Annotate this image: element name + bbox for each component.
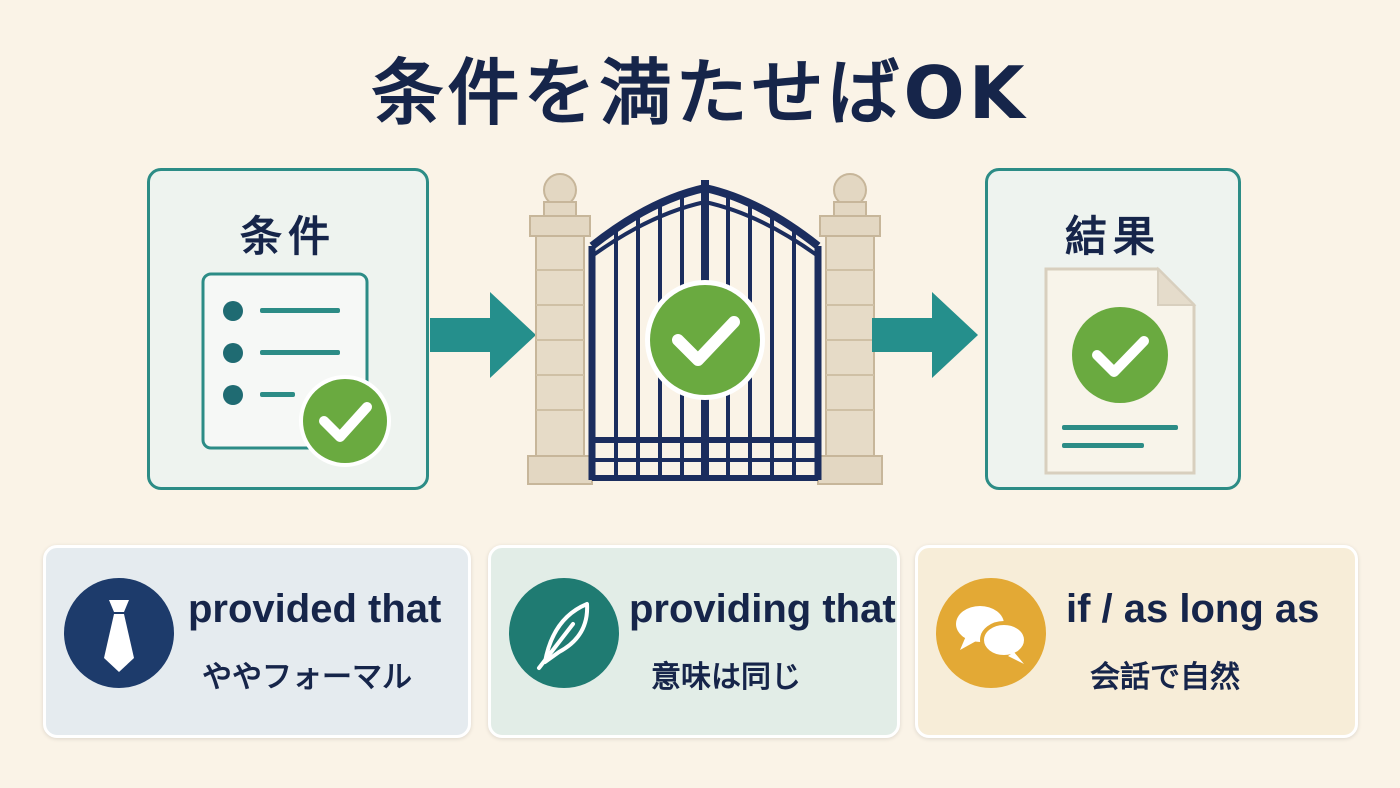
arrow-right-icon — [872, 292, 978, 378]
card-sub-text: 会話で自然 — [1090, 660, 1240, 695]
card-main-text: provided that — [188, 587, 442, 631]
card-main-text: if / as long as — [1066, 587, 1320, 631]
gate-icon — [527, 173, 883, 485]
page-title: 条件を満たせばOK — [371, 51, 1029, 135]
card-main-text: providing that — [629, 587, 896, 631]
feather-icon — [509, 578, 619, 688]
arrow-right-icon — [430, 292, 536, 378]
card-sub-text: 意味は同じ — [651, 660, 801, 695]
result-label: 結果 — [1064, 212, 1161, 261]
expression-card-if-as-long-as: if / as long as 会話で自然 — [915, 545, 1358, 738]
necktie-icon — [64, 578, 174, 688]
condition-panel: 条件 — [147, 168, 429, 490]
expression-card-provided-that: provided that ややフォーマル — [43, 545, 471, 738]
result-panel: 結果 — [985, 168, 1241, 490]
condition-label: 条件 — [239, 212, 336, 261]
card-sub-text: ややフォーマル — [202, 660, 412, 695]
document-check-icon — [1044, 266, 1197, 475]
speech-bubbles-icon — [936, 578, 1046, 688]
checklist-icon — [201, 272, 391, 467]
expression-card-providing-that: providing that 意味は同じ — [488, 545, 900, 738]
